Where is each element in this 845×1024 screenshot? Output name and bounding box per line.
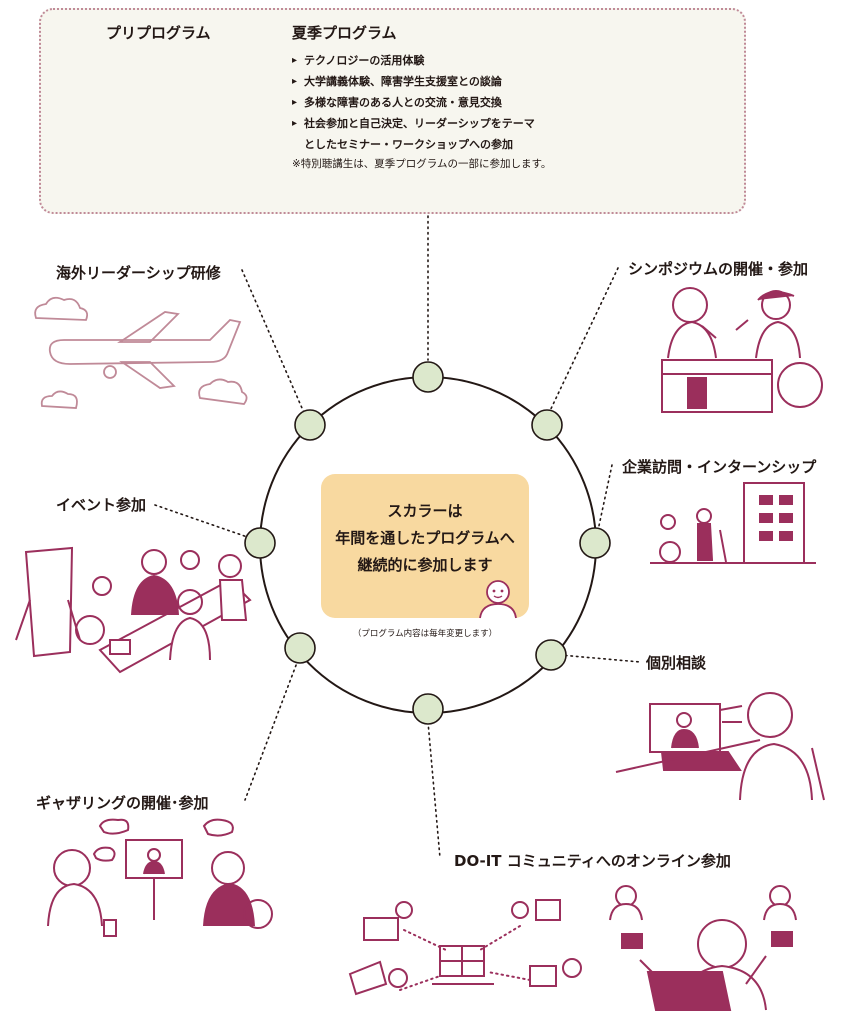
company-visit-illustration — [650, 482, 816, 564]
node-top-left — [294, 409, 326, 441]
node-bottom-right — [535, 639, 567, 671]
node-bottom-left — [284, 632, 316, 664]
connector-lines — [154, 215, 641, 859]
gathering-illustration — [47, 818, 273, 937]
cycle-nodes — [244, 361, 611, 725]
summer-program-list: テクノロジーの活用体験 大学講義体験、障害学生支援室との談論 多様な障害のある人… — [292, 50, 535, 155]
node-top-right — [531, 409, 563, 441]
label-overseas-leadership: 海外リーダーシップ研修 — [56, 264, 221, 282]
event-illustration — [15, 546, 252, 674]
summer-program-title: 夏季プログラム — [292, 24, 397, 42]
center-caption: （プログラム内容は毎年変更します） — [352, 629, 498, 639]
summer-program-item: 大学講義体験、障害学生支援室との談論 — [292, 71, 535, 92]
center-line-1: スカラーは — [387, 502, 463, 520]
node-top — [412, 361, 444, 393]
label-consultation: 個別相談 — [646, 654, 707, 672]
summer-program-item-continued: としたセミナー・ワークショップへの参加 — [304, 138, 513, 151]
symposium-illustration — [661, 287, 823, 413]
node-bottom — [412, 693, 444, 725]
center-line-2: 年間を通したプログラムへ — [335, 529, 515, 547]
label-gathering: ギャザリングの開催･参加 — [36, 794, 209, 812]
label-online-community: DO-IT コミュニティへのオンライン参加 — [454, 852, 731, 870]
label-symposium: シンポジウムの開催・参加 — [628, 260, 809, 278]
center-line-3: 継続的に参加します — [357, 556, 493, 574]
airplane-illustration — [34, 296, 248, 409]
pre-program-title: プリプログラム — [106, 24, 211, 42]
label-company-visit: 企業訪問・インターンシップ — [622, 458, 817, 476]
summer-program-item: 多様な障害のある人との交流・意見交換 — [292, 92, 535, 113]
center-message: スカラーは 年間を通したプログラムへ 継続的に参加します — [321, 498, 529, 579]
consultation-illustration — [615, 692, 825, 801]
summer-program-item: 社会参加と自己決定、リーダーシップをテーマ — [292, 113, 535, 134]
node-right — [579, 527, 611, 559]
online-community-illustration — [348, 885, 797, 1011]
node-left — [244, 527, 276, 559]
special-student-note: ※特別聴講生は、夏季プログラムの一部に参加します。 — [292, 158, 552, 170]
label-event: イベント参加 — [56, 496, 147, 514]
scholar-face-icon — [479, 580, 517, 619]
summer-program-item: テクノロジーの活用体験 — [292, 50, 535, 71]
